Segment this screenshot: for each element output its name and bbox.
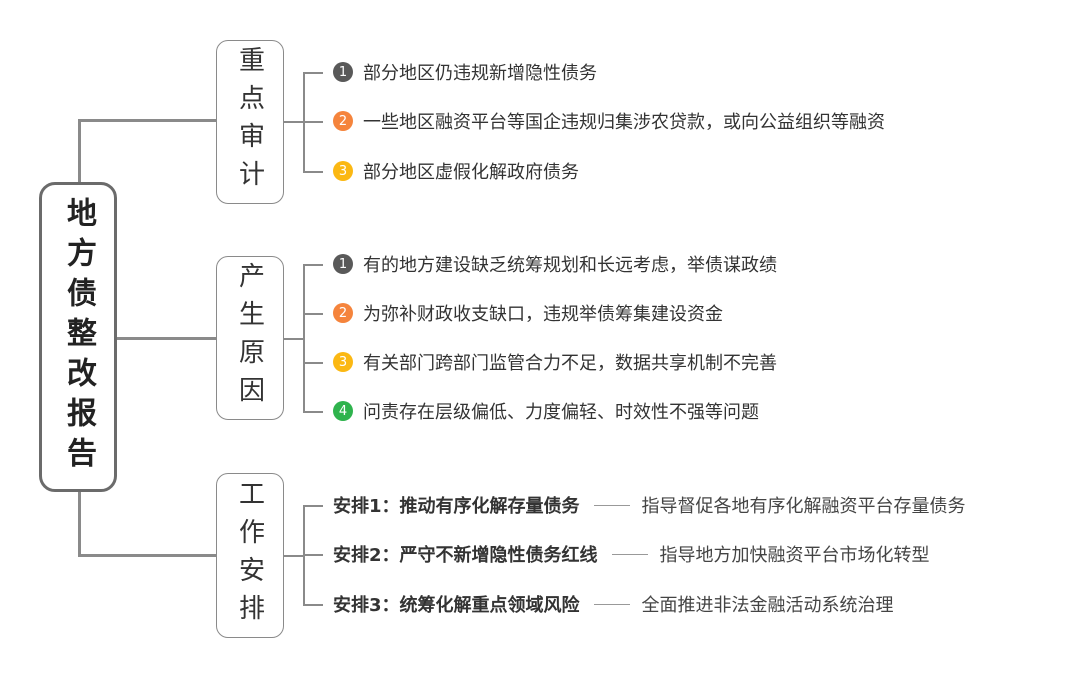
branch-label: 产生原因 xyxy=(234,262,265,414)
connector xyxy=(303,264,305,412)
plan-desc: 指导地方加快融资平台市场化转型 xyxy=(659,545,930,566)
connector xyxy=(117,337,216,340)
item-text: 一些地区融资平台等国企违规归集涉农贷款，或向公益组织等融资 xyxy=(363,112,885,133)
item-text: 部分地区虚假化解政府债务 xyxy=(363,162,579,183)
branch-node-causes[interactable]: 产生原因 xyxy=(216,256,284,420)
list-item[interactable]: 1 部分地区仍违规新增隐性债务 xyxy=(333,59,597,85)
plan-title: 安排3：统筹化解重点领域风险 xyxy=(333,595,580,616)
branch-label: 工作安排 xyxy=(234,479,265,632)
root-node[interactable]: 地方债整改报告 xyxy=(39,182,117,492)
item-text: 问责存在层级偏低、力度偏轻、时效性不强等问题 xyxy=(363,402,759,423)
branch-node-plans[interactable]: 工作安排 xyxy=(216,473,284,638)
number-badge: 3 xyxy=(333,352,353,372)
branch-label: 重点审计 xyxy=(234,46,265,198)
item-text: 部分地区仍违规新增隐性债务 xyxy=(363,63,597,84)
plan-title: 安排2：严守不新增隐性债务红线 xyxy=(333,545,598,566)
root-label: 地方债整改报告 xyxy=(61,197,96,477)
list-item[interactable]: 2 为弥补财政收支缺口，违规举债筹集建设资金 xyxy=(333,300,723,326)
connector xyxy=(78,119,216,122)
number-badge: 2 xyxy=(333,303,353,323)
list-item[interactable]: 4 问责存在层级偏低、力度偏轻、时效性不强等问题 xyxy=(333,398,759,424)
plan-desc: 指导督促各地有序化解融资平台存量债务 xyxy=(641,496,966,517)
list-item[interactable]: 2 一些地区融资平台等国企违规归集涉农贷款，或向公益组织等融资 xyxy=(333,108,885,134)
connector xyxy=(303,604,323,606)
number-badge: 1 xyxy=(333,254,353,274)
list-item[interactable]: 3 部分地区虚假化解政府债务 xyxy=(333,158,579,184)
item-text: 为弥补财政收支缺口，违规举债筹集建设资金 xyxy=(363,304,723,325)
dash-connector xyxy=(593,504,630,506)
connector xyxy=(303,411,323,413)
plan-item[interactable]: 安排3：统筹化解重点领域风险 全面推进非法金融活动系统治理 xyxy=(333,591,894,617)
connector xyxy=(284,121,304,123)
plan-item[interactable]: 安排2：严守不新增隐性债务红线 指导地方加快融资平台市场化转型 xyxy=(333,541,930,567)
plan-desc: 全面推进非法金融活动系统治理 xyxy=(641,595,894,616)
connector xyxy=(303,72,323,74)
connector xyxy=(78,554,216,557)
item-text: 有的地方建设缺乏统筹规划和长远考虑，举债谋政绩 xyxy=(363,255,777,276)
connector xyxy=(284,338,304,340)
list-item[interactable]: 3 有关部门跨部门监管合力不足，数据共享机制不完善 xyxy=(333,349,777,375)
number-badge: 2 xyxy=(333,111,353,131)
plan-title: 安排1：推动有序化解存量债务 xyxy=(333,496,580,517)
number-badge: 1 xyxy=(333,62,353,82)
dash-connector xyxy=(611,553,648,555)
connector xyxy=(303,362,323,364)
number-badge: 4 xyxy=(333,401,353,421)
list-item[interactable]: 1 有的地方建设缺乏统筹规划和长远考虑，举债谋政绩 xyxy=(333,251,777,277)
connector xyxy=(303,121,323,123)
connector xyxy=(303,505,323,507)
connector xyxy=(78,120,81,183)
plan-item[interactable]: 安排1：推动有序化解存量债务 指导督促各地有序化解融资平台存量债务 xyxy=(333,492,966,518)
connector xyxy=(303,171,323,173)
dash-connector xyxy=(593,603,630,605)
connector xyxy=(303,554,323,556)
branch-node-audit[interactable]: 重点审计 xyxy=(216,40,284,204)
number-badge: 3 xyxy=(333,161,353,181)
connector xyxy=(303,264,323,266)
connector xyxy=(78,492,81,556)
connector xyxy=(284,555,304,557)
connector xyxy=(303,313,323,315)
item-text: 有关部门跨部门监管合力不足，数据共享机制不完善 xyxy=(363,353,777,374)
